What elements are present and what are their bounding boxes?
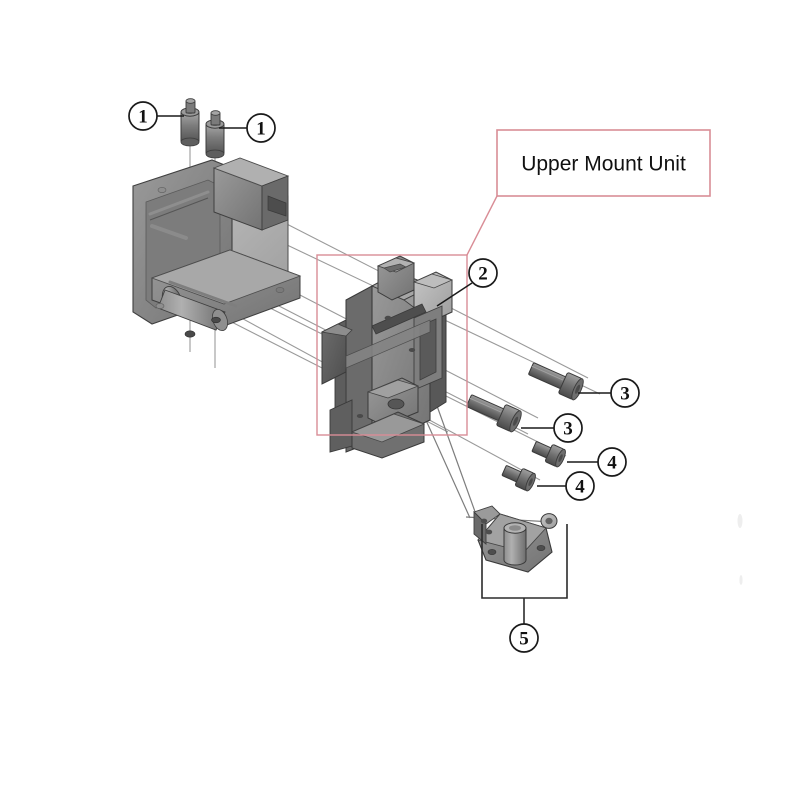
callout-4-upper[interactable]: 4: [567, 447, 627, 477]
upper-bolt-b: [205, 110, 225, 159]
callout-3-lower-circle[interactable]: [553, 413, 583, 443]
callout-2-number: 2: [478, 264, 488, 285]
mount-bracket: [132, 157, 302, 338]
upper-mount-unit: [320, 255, 454, 459]
callout-2[interactable]: 2: [436, 258, 498, 307]
callout-3-upper-number: 3: [620, 384, 630, 405]
callout-5[interactable]: 5: [509, 623, 539, 653]
callout-4-lower[interactable]: 4: [537, 471, 595, 501]
long-cap-screw-a: [528, 362, 584, 401]
short-cap-screw-b: [501, 465, 536, 492]
callout-1-right-circle[interactable]: [246, 113, 276, 143]
callout-5-number: 5: [519, 629, 529, 650]
edge-artifacts: [737, 514, 743, 585]
label-box-frame: [496, 129, 711, 197]
callout-1-right[interactable]: 1: [219, 113, 276, 143]
callout-1-left[interactable]: 1: [128, 101, 184, 131]
upper-mount-unit-label: Upper Mount Unit: [496, 129, 711, 197]
part-5-bracket-leader: [481, 524, 568, 624]
callout-4-lower-circle[interactable]: [565, 471, 595, 501]
callout-4-upper-circle[interactable]: [597, 447, 627, 477]
upper-bolt-a: [180, 98, 200, 147]
group-box-leader: [466, 195, 498, 256]
callout-4-lower-number: 4: [575, 477, 585, 498]
callout-3-upper-circle[interactable]: [610, 378, 640, 408]
small-screw: [540, 513, 558, 529]
callout-1-left-circle[interactable]: [128, 101, 158, 131]
short-cap-screw-a: [531, 441, 566, 468]
callout-3-upper[interactable]: 3: [578, 378, 640, 408]
callout-3-lower-number: 3: [563, 419, 573, 440]
callout-2-leader: [436, 282, 473, 307]
callout-5-circle[interactable]: [509, 623, 539, 653]
label-box-text: Upper Mount Unit: [521, 153, 686, 176]
callout-2-circle[interactable]: [468, 258, 498, 288]
callout-4-upper-number: 4: [607, 453, 617, 474]
callout-3-lower[interactable]: 3: [521, 413, 583, 443]
callout-1-right-number: 1: [256, 119, 266, 140]
upper-mount-unit-group-box: [316, 254, 468, 436]
sensor-base-plate: [473, 505, 558, 573]
callout-1-left-number: 1: [138, 107, 148, 128]
long-cap-screw-b: [466, 394, 522, 433]
